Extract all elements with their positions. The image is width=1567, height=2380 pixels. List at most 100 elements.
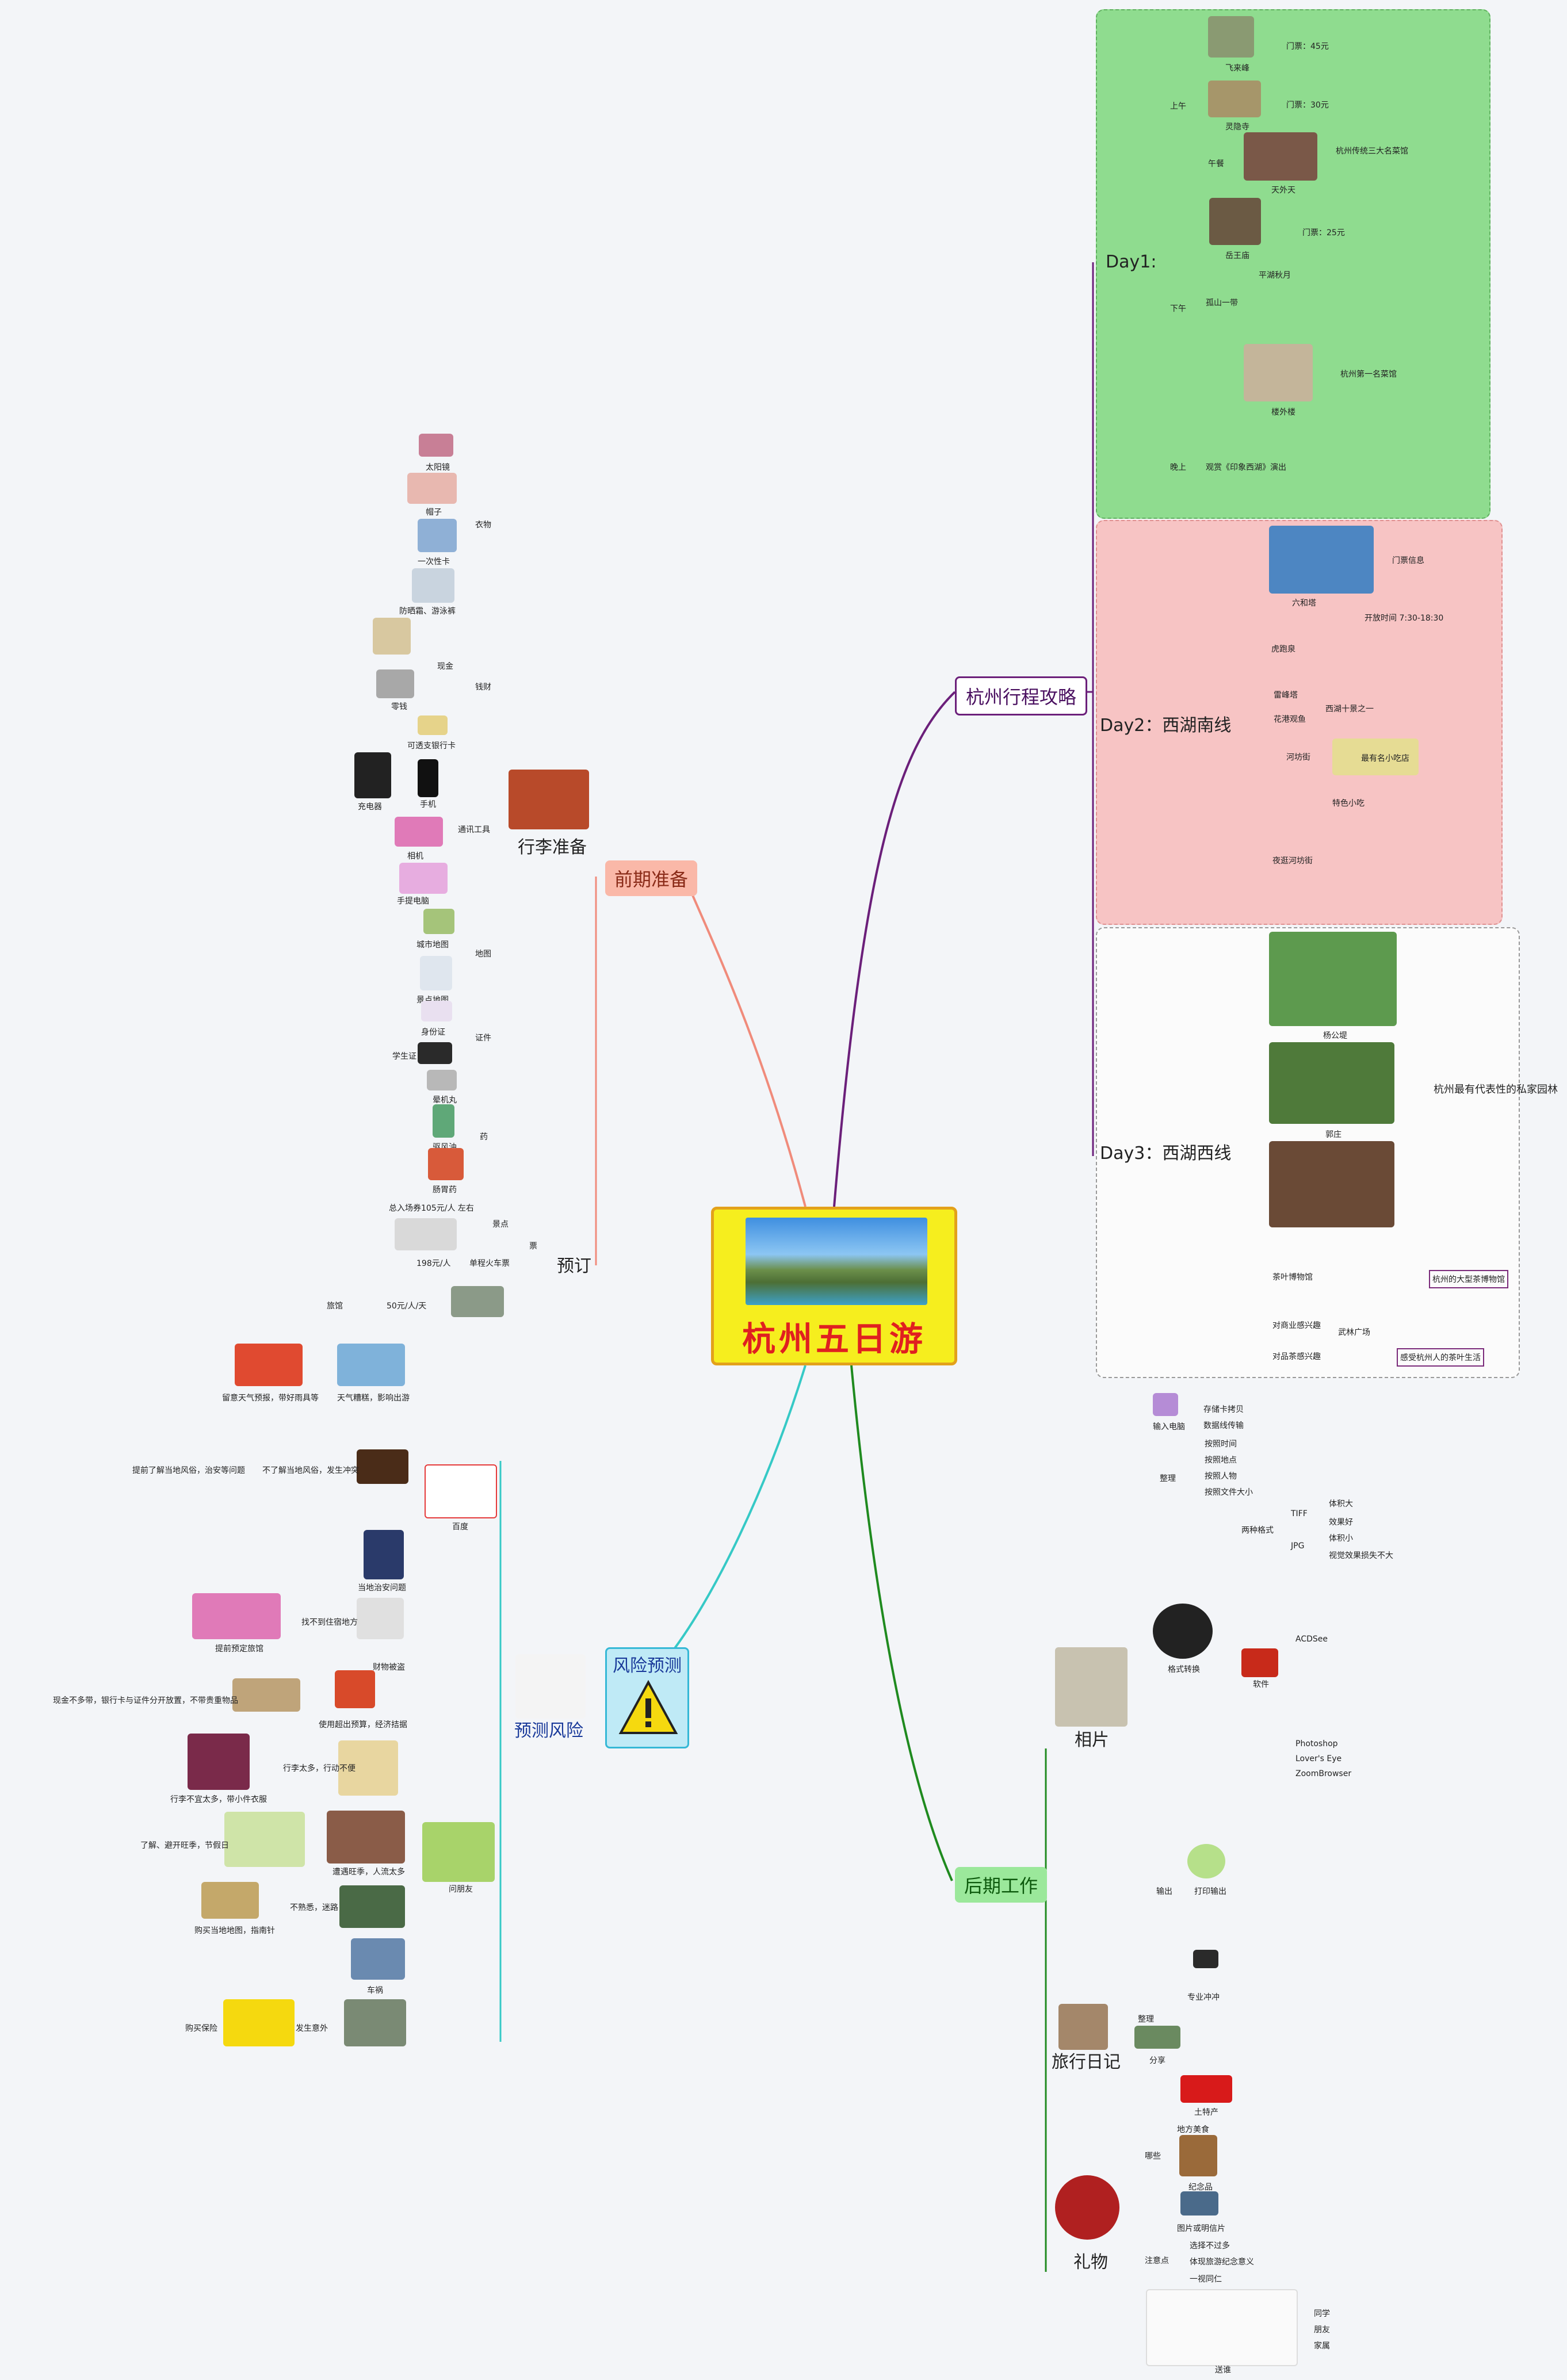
prep-item: 太阳镜 bbox=[426, 463, 450, 472]
d2-item: 雷峰塔 bbox=[1274, 691, 1298, 700]
day2-label[interactable]: Day2：西湖南线 bbox=[1100, 715, 1232, 736]
central-topic[interactable]: 杭州五日游 bbox=[711, 1207, 957, 1365]
sunglasses-icon bbox=[419, 434, 453, 457]
diary-label[interactable]: 旅行日记 bbox=[1052, 2052, 1121, 2072]
gift-item: 图片或明信片 bbox=[1177, 2224, 1225, 2233]
book-item: 总入场券105元/人 左右 bbox=[389, 1204, 474, 1213]
post-item: TIFF bbox=[1291, 1509, 1308, 1518]
specialty-icon bbox=[1180, 2075, 1232, 2103]
d1-note: 门票：25元 bbox=[1302, 228, 1345, 238]
d2-note: 西湖十景之一 bbox=[1325, 705, 1374, 714]
diary-icon bbox=[1058, 2004, 1108, 2050]
risk-item: 购买当地地图，指南针 bbox=[194, 1926, 275, 1935]
sunscreen-icon bbox=[412, 568, 454, 603]
book-item: 198元/人 bbox=[416, 1259, 451, 1268]
prep-item: 零钱 bbox=[391, 702, 407, 711]
d2-item: 河坊街 bbox=[1286, 753, 1310, 762]
d1-item: 飞来峰 bbox=[1225, 64, 1249, 73]
risk-item: 行李太多，行动不便 bbox=[283, 1764, 356, 1773]
risk-node[interactable]: 风险预测 bbox=[605, 1647, 689, 1748]
book-item: 旅馆 bbox=[327, 1302, 343, 1311]
risk-predict-label[interactable]: 预测风险 bbox=[514, 1721, 583, 1741]
yuewang-photo bbox=[1209, 198, 1261, 245]
post-item: 效果好 bbox=[1329, 1518, 1353, 1527]
wallet-icon bbox=[335, 1670, 375, 1708]
road-photo bbox=[339, 1885, 405, 1928]
d3-item: 对品茶感兴趣 bbox=[1272, 1352, 1321, 1361]
student-card-icon bbox=[418, 1042, 452, 1064]
risk-item: 当地治安问题 bbox=[358, 1583, 406, 1593]
charger-icon bbox=[354, 752, 391, 798]
post-item: 按照时间 bbox=[1205, 1440, 1237, 1449]
prep-item: 城市地图 bbox=[416, 940, 449, 950]
post-item: 格式转换 bbox=[1168, 1665, 1200, 1674]
gift-item: 家属 bbox=[1314, 2341, 1330, 2351]
d2-item: 六和塔 bbox=[1292, 599, 1316, 608]
post-item: 体积大 bbox=[1329, 1499, 1353, 1509]
d2-note: 门票信息 bbox=[1392, 556, 1424, 565]
pill-icon bbox=[427, 1070, 457, 1090]
umbrella-icon bbox=[235, 1344, 303, 1386]
gift-item: 地方美食 bbox=[1177, 2125, 1209, 2134]
prep-item: 手提电脑 bbox=[397, 897, 429, 906]
day1-panel bbox=[1096, 9, 1490, 519]
post-item: ZoomBrowser bbox=[1295, 1769, 1352, 1778]
noon-label: 午餐 bbox=[1208, 159, 1224, 169]
convert-icon bbox=[1153, 1604, 1213, 1659]
medicine-icon bbox=[428, 1148, 464, 1180]
luggage-label[interactable]: 行李准备 bbox=[518, 837, 587, 858]
d2-note: 最有名小吃店 bbox=[1361, 754, 1409, 763]
coins-icon bbox=[376, 669, 414, 698]
center-title: 杭州五日游 bbox=[742, 1319, 926, 1359]
gift-item: 体现旅游纪念意义 bbox=[1190, 2257, 1254, 2267]
money-photo bbox=[232, 1678, 300, 1712]
post-item: 两种格式 bbox=[1241, 1526, 1274, 1535]
city-map-icon bbox=[423, 909, 454, 934]
warning-sign-icon bbox=[223, 1999, 295, 2046]
post-item: 输出 bbox=[1156, 1887, 1172, 1896]
gifts-label[interactable]: 礼物 bbox=[1073, 2252, 1108, 2272]
prep-item: 钱财 bbox=[475, 683, 491, 692]
d3-note: 杭州最有代表性的私家园林 bbox=[1434, 1084, 1558, 1096]
photos-label[interactable]: 相片 bbox=[1075, 1730, 1109, 1750]
post-item: 视觉效果损失不大 bbox=[1329, 1551, 1393, 1560]
gift-item: 朋友 bbox=[1314, 2325, 1330, 2335]
traveler-icon bbox=[338, 1740, 398, 1796]
gift-icon bbox=[1055, 2175, 1119, 2240]
prep-item: 药 bbox=[480, 1132, 488, 1142]
risk-item: 不熟悉，迷路 bbox=[290, 1903, 338, 1912]
baidu-logo bbox=[425, 1464, 497, 1518]
laptop-icon bbox=[399, 863, 448, 894]
d1-note: 门票：45元 bbox=[1286, 42, 1329, 51]
day1-label[interactable]: Day1: bbox=[1106, 252, 1157, 272]
yanggongdi-photo bbox=[1269, 932, 1397, 1026]
risk-item: 留意天气预报，带好雨具等 bbox=[222, 1394, 319, 1403]
evening-label: 晚上 bbox=[1170, 463, 1186, 472]
tianwaitian-photo bbox=[1244, 132, 1317, 181]
post-item: 软件 bbox=[1253, 1680, 1269, 1689]
post-item: Photoshop bbox=[1295, 1739, 1338, 1748]
d1-item: 岳王庙 bbox=[1225, 251, 1249, 261]
risk-item: 了解、避开旺季，节假日 bbox=[140, 1841, 229, 1850]
liuhe-photo bbox=[1269, 526, 1374, 594]
print-icon bbox=[1187, 1844, 1225, 1878]
prep-item: 现金 bbox=[437, 662, 453, 671]
suitcase-icon bbox=[188, 1734, 250, 1790]
d1-note: 杭州传统三大名菜馆 bbox=[1336, 147, 1408, 156]
d1-item: 楼外楼 bbox=[1271, 408, 1295, 417]
booking-label[interactable]: 预订 bbox=[557, 1256, 591, 1276]
risk-item: 天气糟糕，影响出游 bbox=[337, 1394, 410, 1403]
branch-prep[interactable]: 前期准备 bbox=[605, 860, 698, 896]
car-accident-photo bbox=[351, 1938, 405, 1980]
prep-item: 充电器 bbox=[358, 802, 382, 812]
risk-item: 使用超出预算，经济拮据 bbox=[319, 1720, 407, 1729]
branch-post[interactable]: 后期工作 bbox=[955, 1867, 1048, 1903]
prep-item: 证件 bbox=[475, 1034, 491, 1043]
risk-item: 不了解当地风俗，发生冲突 bbox=[262, 1466, 359, 1475]
branch-itinerary[interactable]: 杭州行程攻略 bbox=[955, 676, 1088, 715]
d3-item: 杨公堤 bbox=[1323, 1031, 1347, 1040]
question-mark-icon bbox=[515, 1654, 586, 1719]
risk-item: 遭遇旺季，人流太多 bbox=[332, 1868, 405, 1877]
phone-icon bbox=[418, 759, 438, 797]
day3-label[interactable]: Day3：西湖西线 bbox=[1100, 1143, 1232, 1164]
